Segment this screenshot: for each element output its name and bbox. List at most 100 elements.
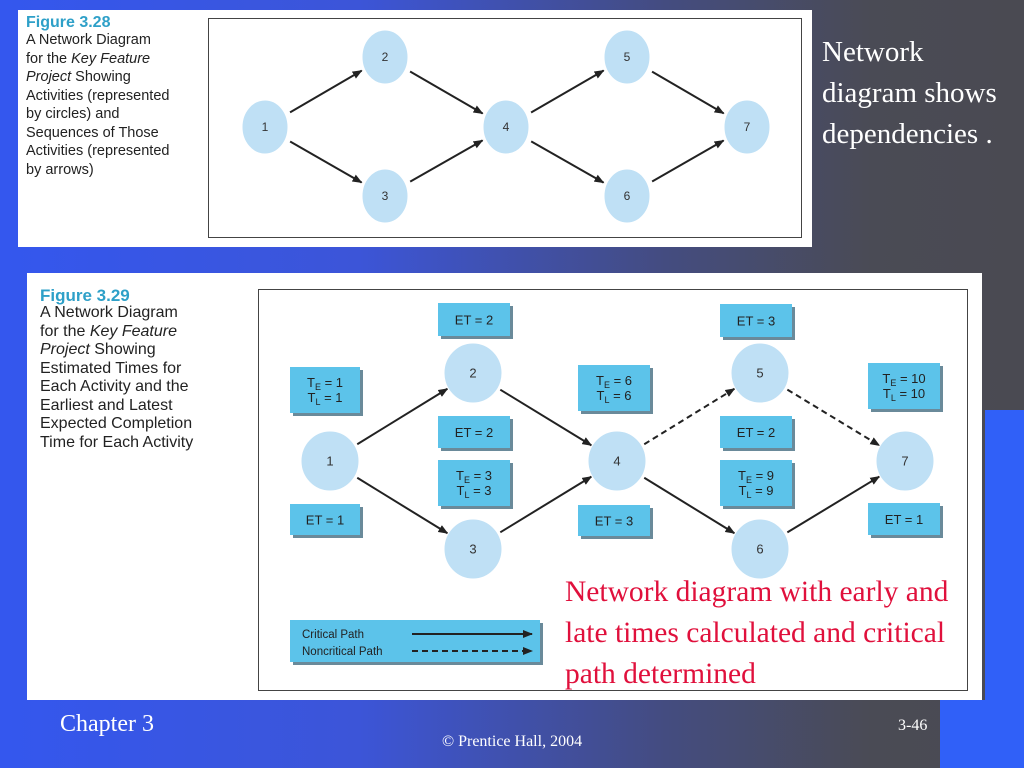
activity-node: 3 xyxy=(361,168,409,224)
caption-line: Expected Completion xyxy=(40,415,193,432)
node-circle xyxy=(443,518,503,580)
caption-line: Activities (represented xyxy=(26,87,170,104)
te-label: TE = 1 xyxy=(307,375,343,392)
estimated-time-box: ET = 1 xyxy=(868,503,943,538)
activity-node: 1 xyxy=(241,99,289,155)
box-background xyxy=(720,304,792,337)
background-accent-bottom xyxy=(940,700,1024,768)
caption-line: Time for Each Activity xyxy=(40,433,194,451)
te-label: TE = 10 xyxy=(882,371,925,388)
caption-line: A Network Diagram xyxy=(26,32,151,48)
node-label: 4 xyxy=(613,454,620,469)
tl-label: TL = 10 xyxy=(883,386,925,403)
estimated-time-box: ET = 3 xyxy=(578,505,653,539)
node-label: 4 xyxy=(503,120,510,134)
box-background xyxy=(578,505,650,536)
estimated-time-box: ET = 1 xyxy=(290,504,363,538)
caption-line: Project Showing xyxy=(40,341,156,358)
node-label: 6 xyxy=(624,189,631,203)
tl-label: TL = 3 xyxy=(456,483,491,500)
dependency-arrow xyxy=(530,140,605,184)
critical-path-arrow xyxy=(499,388,593,447)
dependency-arrow xyxy=(651,139,725,183)
node-label: 1 xyxy=(326,454,333,469)
estimated-time-box: ET = 2 xyxy=(720,416,795,451)
caption-line: Activities (represented xyxy=(26,143,170,159)
legend-critical-label: Critical Path xyxy=(302,629,364,641)
activity-node: 5 xyxy=(603,29,651,85)
box-background xyxy=(438,460,510,506)
box-background xyxy=(438,416,510,448)
activity-node: 4 xyxy=(587,430,647,492)
activity-node: 6 xyxy=(730,518,790,580)
box-background xyxy=(868,503,940,535)
footer-chapter: Chapter 3 xyxy=(60,711,154,737)
et-label: ET = 2 xyxy=(455,425,493,440)
activity-node: 7 xyxy=(875,430,935,492)
box-background xyxy=(290,367,360,413)
node-circle xyxy=(730,342,790,404)
activity-node: 3 xyxy=(443,518,503,580)
caption-line: for the Key Feature xyxy=(26,50,151,67)
caption-line: by circles) and xyxy=(26,106,120,122)
node-circle xyxy=(603,168,651,224)
node-circle xyxy=(443,342,503,404)
et-label: ET = 3 xyxy=(737,314,775,329)
dependency-arrow xyxy=(409,139,484,183)
node-label: 7 xyxy=(744,120,751,134)
te-label: TE = 3 xyxy=(456,468,492,485)
footer-copyright: © Prentice Hall, 2004 xyxy=(441,733,583,750)
node-label: 1 xyxy=(262,120,269,134)
node-circle xyxy=(587,430,647,492)
node-label: 2 xyxy=(469,366,476,381)
et-label: ET = 3 xyxy=(595,514,633,529)
node-label: 5 xyxy=(624,50,631,64)
node-label: 5 xyxy=(756,366,763,381)
et-label: ET = 1 xyxy=(306,513,344,528)
caption-line: A Network Diagram xyxy=(40,304,178,321)
figure-3-29-title: Figure 3.29 xyxy=(40,286,130,305)
node-label: 2 xyxy=(382,50,389,64)
box-background xyxy=(438,303,510,336)
legend-noncritical-label: Noncritical Path xyxy=(302,646,383,658)
node-circle xyxy=(361,168,409,224)
dependency-arrow xyxy=(409,70,484,115)
estimated-time-box: ET = 2 xyxy=(438,303,513,339)
box-background xyxy=(720,416,792,448)
caption-line: Each Activity and the xyxy=(40,378,189,395)
caption-line: for the Key Feature xyxy=(40,322,177,340)
et-label: ET = 1 xyxy=(885,512,923,527)
figure-3-28-title: Figure 3.28 xyxy=(26,14,111,31)
et-label: ET = 2 xyxy=(737,425,775,440)
node-circle xyxy=(300,430,360,492)
time-estimate-box: TE = 6TL = 6 xyxy=(578,365,653,414)
box-background xyxy=(868,363,940,409)
critical-path-arrow xyxy=(356,387,449,446)
caption-line: Estimated Times for xyxy=(40,359,182,377)
critical-path-arrow xyxy=(499,475,593,534)
activity-node: 4 xyxy=(482,99,530,155)
activity-node: 1 xyxy=(300,430,360,492)
time-estimate-box: TE = 1TL = 1 xyxy=(290,367,363,416)
node-circle xyxy=(730,518,790,580)
tl-label: TL = 9 xyxy=(738,483,773,500)
caption-line: Project Showing xyxy=(26,69,131,85)
dependency-arrow xyxy=(289,140,363,184)
critical-path-arrow xyxy=(786,475,881,534)
node-circle xyxy=(482,99,530,155)
side-text: Network diagram shows dependencies . xyxy=(822,36,997,150)
node-circle xyxy=(361,29,409,85)
node-circle xyxy=(875,430,935,492)
estimated-time-box: ET = 2 xyxy=(438,416,513,451)
figure-3-28-caption: Figure 3.28 A Network Diagram for the Key… xyxy=(26,14,206,179)
critical-path-arrow xyxy=(356,476,449,535)
estimated-time-box: ET = 3 xyxy=(720,304,795,340)
noncritical-path-arrow xyxy=(643,387,736,446)
dependency-arrow xyxy=(289,69,363,114)
critical-path-arrow xyxy=(643,476,736,535)
activity-node: 5 xyxy=(730,342,790,404)
